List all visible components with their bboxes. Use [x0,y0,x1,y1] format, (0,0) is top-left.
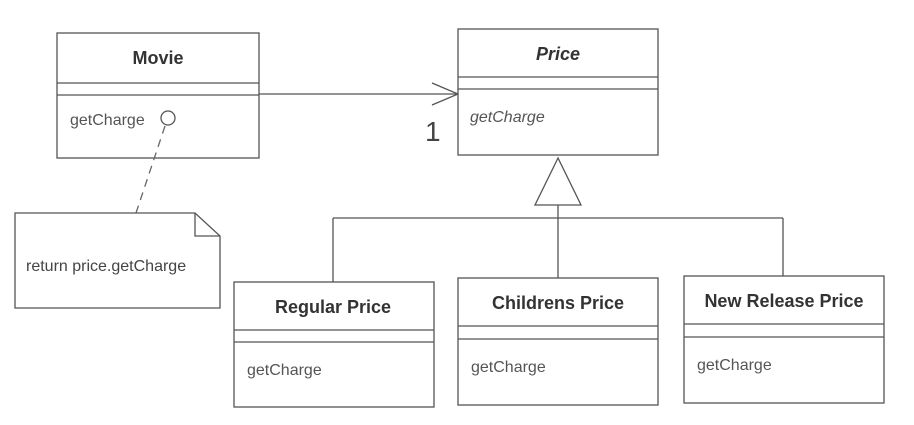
class-regular-price: Regular Price getCharge [233,281,435,408]
class-movie-name: Movie [132,48,183,68]
class-childrens-price-operation: getCharge [471,359,546,376]
generalization-triangle [533,156,583,206]
class-new-release-price-operation: getCharge [697,357,772,374]
note-text: return price.getCharge [26,258,186,275]
class-price-operation: getCharge [470,109,545,126]
class-new-release-price-box [683,275,885,404]
class-price: Price getCharge [457,28,659,156]
class-new-release-price-name: New Release Price [704,291,863,311]
class-movie-operation: getCharge [70,112,145,129]
note-shape [14,212,221,309]
class-price-box [457,28,659,156]
class-childrens-price-name: Childrens Price [492,293,624,313]
generalization [332,156,784,282]
class-regular-price-box [233,281,435,408]
association-movie-price: 1 [259,82,460,147]
class-price-name: Price [536,44,580,64]
note-connector-dashed [135,125,166,214]
class-regular-price-operation: getCharge [247,362,322,379]
note: return price.getCharge [14,125,221,309]
note-anchor-circle [160,110,176,126]
association-multiplicity: 1 [425,116,441,147]
class-childrens-price-box [457,277,659,406]
note-folded-corner [194,213,220,237]
class-regular-price-name: Regular Price [275,297,391,317]
class-movie: Movie getCharge [56,32,260,159]
class-new-release-price: New Release Price getCharge [683,275,885,404]
class-childrens-price: Childrens Price getCharge [457,277,659,406]
